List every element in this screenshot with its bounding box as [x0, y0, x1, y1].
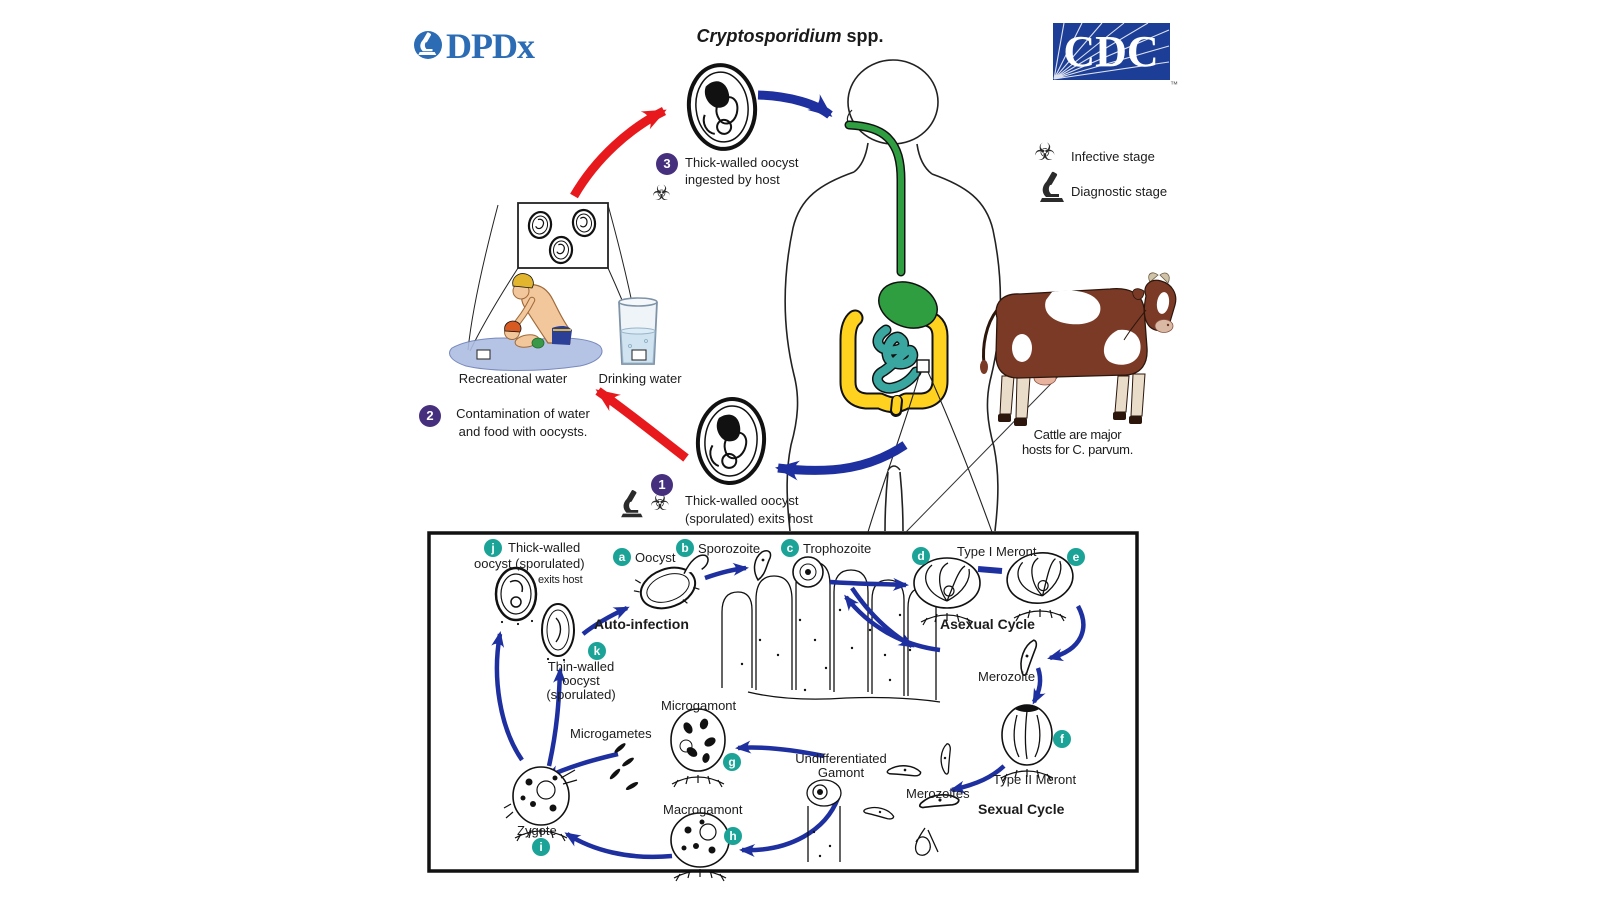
blue-arrow-exits-host	[775, 441, 908, 481]
oocyst-stage-illustration	[633, 554, 709, 610]
undifferentiated-gamont-label-line1: Undifferentiated	[795, 751, 887, 766]
undifferentiated-gamont-illustration	[806, 779, 842, 862]
thick-walled-oocyst-exits-illustration	[692, 394, 770, 488]
legend-infective-stage: Infective stage	[1071, 149, 1155, 164]
stage-j-badge: j	[484, 539, 502, 557]
dpdx-wordmark: DPDx	[446, 26, 535, 66]
transmission-arrows	[570, 90, 908, 481]
cow-illustration	[905, 272, 1177, 533]
step-3-text-line1: Thick-walled oocyst	[685, 155, 799, 170]
stage-g-badge: g	[723, 753, 741, 771]
cdc-wordmark: CDC	[1063, 27, 1158, 76]
stage-a-label: Oocyst	[635, 550, 676, 565]
sporozoite-stage-illustration	[753, 550, 772, 582]
stomach	[878, 281, 938, 329]
microscope-icon	[621, 489, 643, 518]
type1-meront-illustration	[913, 557, 981, 609]
step-3-badge: 3	[656, 153, 678, 175]
stage-k-label-line1: Thin-walled	[547, 659, 615, 674]
title-species: spp.	[841, 26, 884, 46]
recreational-water-scene	[449, 273, 603, 371]
step-2-badge: 2	[419, 405, 441, 427]
digestive-tract	[839, 120, 993, 533]
auto-infection-label: Auto-infection	[594, 616, 689, 632]
cdc-logo: CDC ™	[1053, 22, 1178, 89]
intestine-callout-rect	[916, 359, 930, 373]
dpdx-logo: DPDx	[414, 26, 536, 66]
oocyst-magnifier-panel	[467, 202, 639, 352]
microgamete-doodle	[914, 827, 939, 856]
small-intestine	[873, 326, 920, 393]
swim-cap-adult	[512, 273, 534, 289]
thin-walled-oocyst-stage-illustration	[541, 603, 575, 662]
legend-diagnostic-stage: Diagnostic stage	[1071, 184, 1168, 199]
esophagus	[846, 122, 904, 275]
macrogamont-illustration	[670, 812, 730, 868]
stage-h-label: Macrogamont	[663, 802, 743, 817]
thick-walled-oocyst-ingested-illustration	[682, 59, 762, 155]
biohazard-icon: ☣	[1034, 139, 1056, 166]
cattle-caption-line1: Cattle are major	[1033, 427, 1122, 442]
stage-k-label-line3: (sporulated)	[546, 687, 616, 702]
step-2-text-line2: and food with oocysts.	[458, 424, 588, 439]
stage-c-label: Trophozoite	[803, 541, 872, 556]
stage-i-badge: i	[532, 838, 550, 856]
stage-b-badge: b	[676, 539, 694, 557]
drinking-water-label: Drinking water	[598, 371, 682, 386]
zygote-illustration	[503, 766, 578, 826]
microgametes-label: Microgametes	[570, 726, 652, 741]
microgamont-illustration	[670, 708, 726, 772]
stage-illustrations	[494, 547, 1077, 882]
trophozoite-stage-illustration	[792, 556, 824, 588]
cattle-caption-line2: hosts for C. parvum.	[1021, 442, 1134, 457]
step-1-text-line2: (sporulated) exits host	[685, 511, 813, 526]
swim-cap-child	[504, 320, 522, 333]
red-arrow-to-water	[595, 387, 689, 462]
biohazard-icon: ☣	[652, 182, 671, 205]
stage-b-label: Sporozoite	[698, 541, 761, 556]
stage-f-label: Type II Meront	[993, 772, 1077, 787]
stage-a-badge: a	[613, 548, 631, 566]
cdc-trademark: ™	[1170, 80, 1178, 89]
stage-j-label-line3: exits host	[538, 574, 583, 586]
blue-arrow-to-mouth	[757, 90, 833, 119]
undifferentiated-gamont-label-line2: Gamont	[817, 765, 865, 780]
stage-j-label-line2: oocyst (sporulated)	[474, 556, 585, 571]
step-3-text-line2: ingested by host	[685, 172, 780, 187]
microscope-icon	[1040, 171, 1064, 202]
stage-c-badge: c	[781, 539, 799, 557]
title-genus: Cryptosporidium	[696, 26, 842, 46]
microgametes-illustration	[609, 743, 639, 790]
stage-i-label: Zygote	[517, 823, 557, 838]
stage-h-badge: h	[724, 827, 742, 845]
stage-j-label-line1: Thick-walled	[508, 540, 581, 555]
thick-walled-oocyst-stage-illustration	[494, 566, 538, 626]
asexual-cycle-label: Asexual Cycle	[940, 616, 1035, 632]
merozoites-label: Merozoites	[906, 786, 970, 801]
step-2-text-line1: Contamination of water	[456, 406, 590, 421]
human-figure	[784, 59, 1002, 532]
stage-k-label-line2: oocyst	[562, 673, 600, 688]
merozoite-label: Merozoite	[978, 669, 1036, 684]
recreational-water-label: Recreational water	[458, 371, 568, 386]
step-1-text-line1: Thick-walled oocyst	[685, 493, 799, 508]
stage-d-label: Type I Meront	[957, 544, 1037, 559]
stage-k-badge: k	[588, 642, 606, 660]
page-title: Cryptosporidium spp.	[640, 26, 940, 47]
biohazard-icon: ☣	[650, 490, 670, 515]
type2-meront-illustration	[1001, 704, 1053, 766]
sexual-cycle-label: Sexual Cycle	[978, 801, 1065, 817]
stage-e-badge: e	[1067, 548, 1085, 566]
red-arrow-to-ingestion	[570, 106, 667, 199]
cycle-arrows	[491, 562, 1086, 860]
stage-g-label: Microgamont	[661, 698, 737, 713]
drinking-water-glass	[618, 297, 658, 365]
step-1-badge: 1	[651, 474, 673, 496]
stage-d-badge: d	[912, 547, 930, 565]
stage-f-badge: f	[1053, 730, 1071, 748]
